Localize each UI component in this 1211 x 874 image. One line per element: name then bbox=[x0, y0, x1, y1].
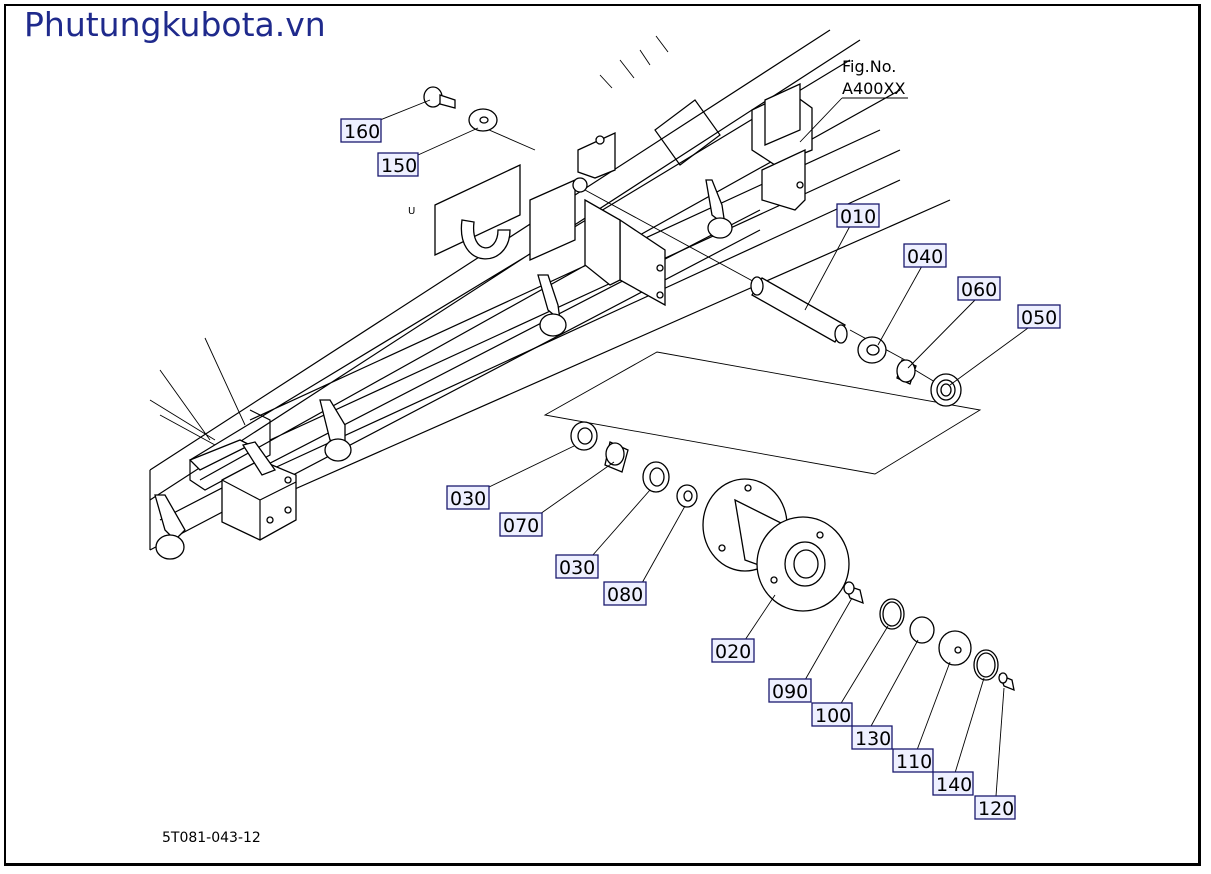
part-cap-110 bbox=[938, 630, 972, 666]
svg-text:020: 020 bbox=[715, 641, 751, 663]
svg-text:080: 080 bbox=[607, 584, 643, 606]
svg-text:150: 150 bbox=[381, 155, 417, 177]
callout-030-lower[interactable]: 030 bbox=[555, 554, 599, 579]
callout-130[interactable]: 130 bbox=[851, 725, 893, 750]
svg-text:030: 030 bbox=[559, 557, 595, 579]
part-snap-ring-100 bbox=[879, 598, 905, 630]
part-collar-040 bbox=[857, 336, 887, 364]
callout-labels: 160 150 010 040 060 050 030 070 030 080 … bbox=[340, 118, 1061, 820]
svg-text:040: 040 bbox=[907, 246, 943, 268]
part-snap-ring-140 bbox=[973, 649, 999, 681]
part-bearing-030-lower bbox=[642, 461, 670, 493]
callout-110[interactable]: 110 bbox=[892, 748, 934, 773]
site-watermark: Phutungkubota.vn bbox=[24, 5, 326, 44]
frame-mark: U bbox=[408, 206, 415, 217]
svg-text:130: 130 bbox=[855, 728, 891, 750]
callout-040[interactable]: 040 bbox=[903, 243, 947, 268]
callout-020[interactable]: 020 bbox=[711, 638, 755, 663]
chassis-frame bbox=[149, 29, 951, 560]
svg-text:100: 100 bbox=[815, 705, 851, 727]
part-bushing-060 bbox=[896, 359, 917, 385]
part-spacer-070 bbox=[604, 441, 629, 473]
fig-ref-code: A400XX bbox=[842, 79, 905, 98]
callout-030-upper[interactable]: 030 bbox=[446, 485, 490, 510]
callout-060[interactable]: 060 bbox=[957, 276, 1001, 301]
part-nipple-090 bbox=[843, 581, 864, 605]
callout-150[interactable]: 150 bbox=[377, 152, 419, 177]
parts bbox=[423, 86, 1015, 692]
callout-120[interactable]: 120 bbox=[974, 795, 1016, 820]
svg-text:160: 160 bbox=[344, 121, 380, 143]
drawing-number: 5T081-043-12 bbox=[162, 830, 261, 846]
svg-text:120: 120 bbox=[978, 798, 1014, 820]
callout-160[interactable]: 160 bbox=[340, 118, 382, 143]
callout-080[interactable]: 080 bbox=[603, 581, 647, 606]
part-hub-020 bbox=[702, 478, 850, 612]
part-washer-150 bbox=[468, 108, 498, 132]
svg-text:140: 140 bbox=[936, 774, 972, 796]
part-seal-050 bbox=[930, 373, 962, 407]
part-bearing-030-upper bbox=[570, 421, 598, 451]
svg-text:070: 070 bbox=[503, 515, 539, 537]
fig-ref-label: Fig.No. bbox=[842, 57, 896, 76]
svg-text:060: 060 bbox=[961, 279, 997, 301]
callout-070[interactable]: 070 bbox=[499, 512, 543, 537]
callout-140[interactable]: 140 bbox=[932, 771, 974, 796]
svg-text:030: 030 bbox=[450, 488, 486, 510]
svg-text:110: 110 bbox=[896, 751, 932, 773]
callout-010[interactable]: 010 bbox=[836, 203, 880, 228]
svg-text:050: 050 bbox=[1021, 307, 1057, 329]
callout-090[interactable]: 090 bbox=[768, 678, 812, 703]
callout-050[interactable]: 050 bbox=[1017, 304, 1061, 329]
callout-100[interactable]: 100 bbox=[811, 702, 853, 727]
svg-text:090: 090 bbox=[772, 681, 808, 703]
part-bolt-160 bbox=[423, 86, 456, 109]
svg-text:010: 010 bbox=[840, 206, 876, 228]
drawing-frame bbox=[4, 4, 1201, 866]
part-pin-010 bbox=[750, 276, 848, 344]
part-washer-080 bbox=[676, 484, 698, 508]
assembly-axis-lines bbox=[479, 125, 982, 475]
part-o-ring-130 bbox=[909, 616, 935, 644]
part-nipple-120 bbox=[998, 672, 1015, 692]
leader-lines bbox=[379, 97, 1029, 797]
